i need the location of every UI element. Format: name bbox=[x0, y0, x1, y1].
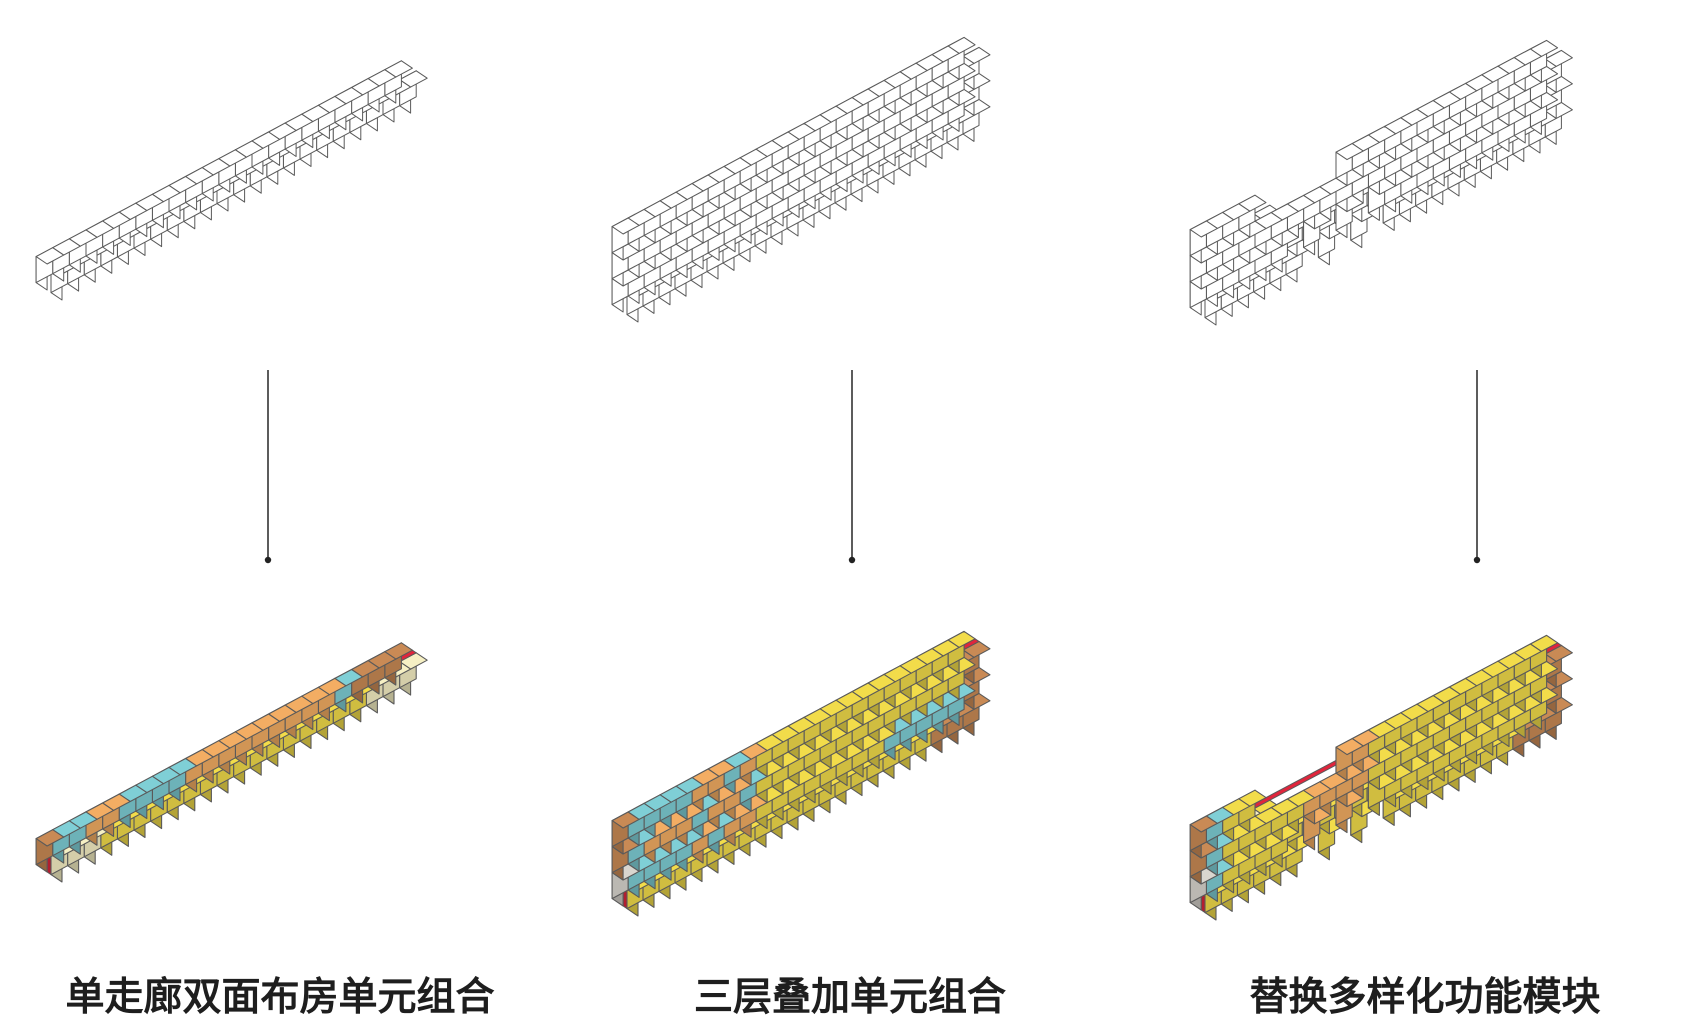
caption-single-corridor: 单走廊双面布房单元组合 bbox=[65, 975, 495, 1020]
connector-dot bbox=[848, 556, 856, 564]
connector-dot bbox=[1473, 556, 1481, 564]
module-coloured-single-corridor bbox=[35, 642, 428, 883]
connector-dot bbox=[264, 556, 272, 564]
massing-outline-diverse-modules bbox=[1189, 39, 1573, 326]
massing-outline-three-story bbox=[611, 36, 991, 323]
caption-three-story-stack: 三层叠加单元组合 bbox=[693, 975, 1006, 1020]
massing-outline-single-corridor bbox=[35, 60, 428, 301]
module-coloured-three-story bbox=[611, 630, 991, 917]
caption-diverse-modules: 替换多样化功能模块 bbox=[1249, 975, 1601, 1020]
module-coloured-diverse-modules bbox=[1189, 634, 1573, 921]
